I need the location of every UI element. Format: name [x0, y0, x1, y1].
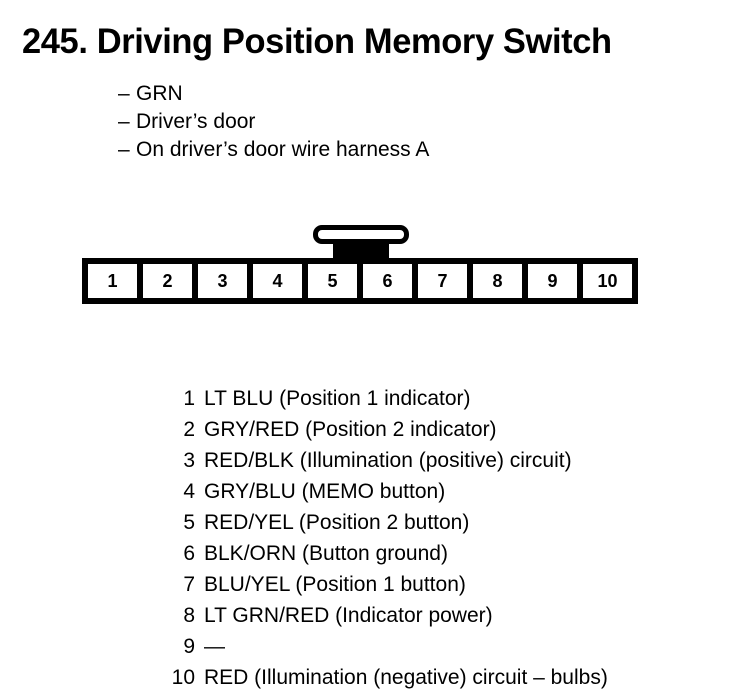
legend-pin-description: RED/BLK (Illumination (positive) circuit… [204, 449, 572, 472]
legend-pin-number: 4 [183, 480, 195, 503]
legend-row: 3 RED/BLK (Illumination (positive) circu… [163, 445, 608, 476]
pin-cell-2: 2 [143, 264, 192, 298]
subtitle-text: GRN [136, 82, 183, 105]
pin-cell-10: 10 [583, 264, 632, 298]
latch-bar [313, 225, 409, 244]
legend-pin-number: 2 [183, 418, 195, 441]
connector-latch-icon [313, 225, 409, 259]
legend-pin-description: BLU/YEL (Position 1 button) [204, 573, 466, 596]
legend-row: 4 GRY/BLU (MEMO button) [163, 476, 608, 507]
connector-body: 1 2 3 4 5 6 7 8 9 10 [82, 258, 638, 304]
latch-leg-left [333, 239, 339, 259]
legend-pin-number: 7 [183, 573, 195, 596]
legend-pin-number: 8 [183, 604, 195, 627]
legend-row: 5 RED/YEL (Position 2 button) [163, 507, 608, 538]
legend-pin-description: GRY/RED (Position 2 indicator) [204, 418, 497, 441]
legend-pin-description: LT GRN/RED (Indicator power) [204, 604, 493, 627]
legend-row: 6 BLK/ORN (Button ground) [163, 538, 608, 569]
subtitle-line: – Driver’s door [118, 108, 429, 136]
legend-row: 2 GRY/RED (Position 2 indicator) [163, 414, 608, 445]
legend-row: 7 BLU/YEL (Position 1 button) [163, 569, 608, 600]
en-dash-icon: – [118, 138, 130, 161]
en-dash-icon: – [118, 110, 130, 133]
legend-pin-description: RED/YEL (Position 2 button) [204, 511, 470, 534]
pin-cell-8: 8 [473, 264, 522, 298]
subtitle-list: – GRN – Driver’s door – On driver’s door… [118, 80, 429, 164]
legend-pin-description: BLK/ORN (Button ground) [204, 542, 448, 565]
legend-pin-number: 9 [183, 635, 195, 658]
page-title: 245. Driving Position Memory Switch [22, 22, 612, 61]
legend-pin-number: 5 [183, 511, 195, 534]
legend-pin-number: 6 [183, 542, 195, 565]
pin-cell-4: 4 [253, 264, 302, 298]
en-dash-icon: – [118, 82, 130, 105]
pin-cell-6: 6 [363, 264, 412, 298]
legend-pin-description: RED (Illumination (negative) circuit – b… [204, 666, 608, 689]
legend-row: 9 — [163, 631, 608, 662]
pin-legend-list: 1 LT BLU (Position 1 indicator) 2 GRY/RE… [163, 383, 608, 693]
pin-cell-1: 1 [88, 264, 137, 298]
legend-row: 1 LT BLU (Position 1 indicator) [163, 383, 608, 414]
legend-row: 8 LT GRN/RED (Indicator power) [163, 600, 608, 631]
pin-cell-5: 5 [308, 264, 357, 298]
legend-pin-description: — [204, 635, 225, 658]
legend-pin-number: 1 [183, 387, 195, 410]
subtitle-line: – On driver’s door wire harness A [118, 136, 429, 164]
pin-cell-3: 3 [198, 264, 247, 298]
legend-row: 10 RED (Illumination (negative) circuit … [163, 662, 608, 693]
legend-pin-number: 10 [171, 666, 195, 689]
legend-pin-number: 3 [183, 449, 195, 472]
legend-pin-description: GRY/BLU (MEMO button) [204, 480, 446, 503]
subtitle-text: On driver’s door wire harness A [136, 138, 430, 161]
pin-cell-7: 7 [418, 264, 467, 298]
subtitle-text: Driver’s door [136, 110, 256, 133]
subtitle-line: – GRN [118, 80, 429, 108]
latch-leg-right [383, 239, 389, 259]
pin-cell-9: 9 [528, 264, 577, 298]
connector-diagram: 1 2 3 4 5 6 7 8 9 10 [82, 225, 638, 305]
legend-pin-description: LT BLU (Position 1 indicator) [204, 387, 471, 410]
